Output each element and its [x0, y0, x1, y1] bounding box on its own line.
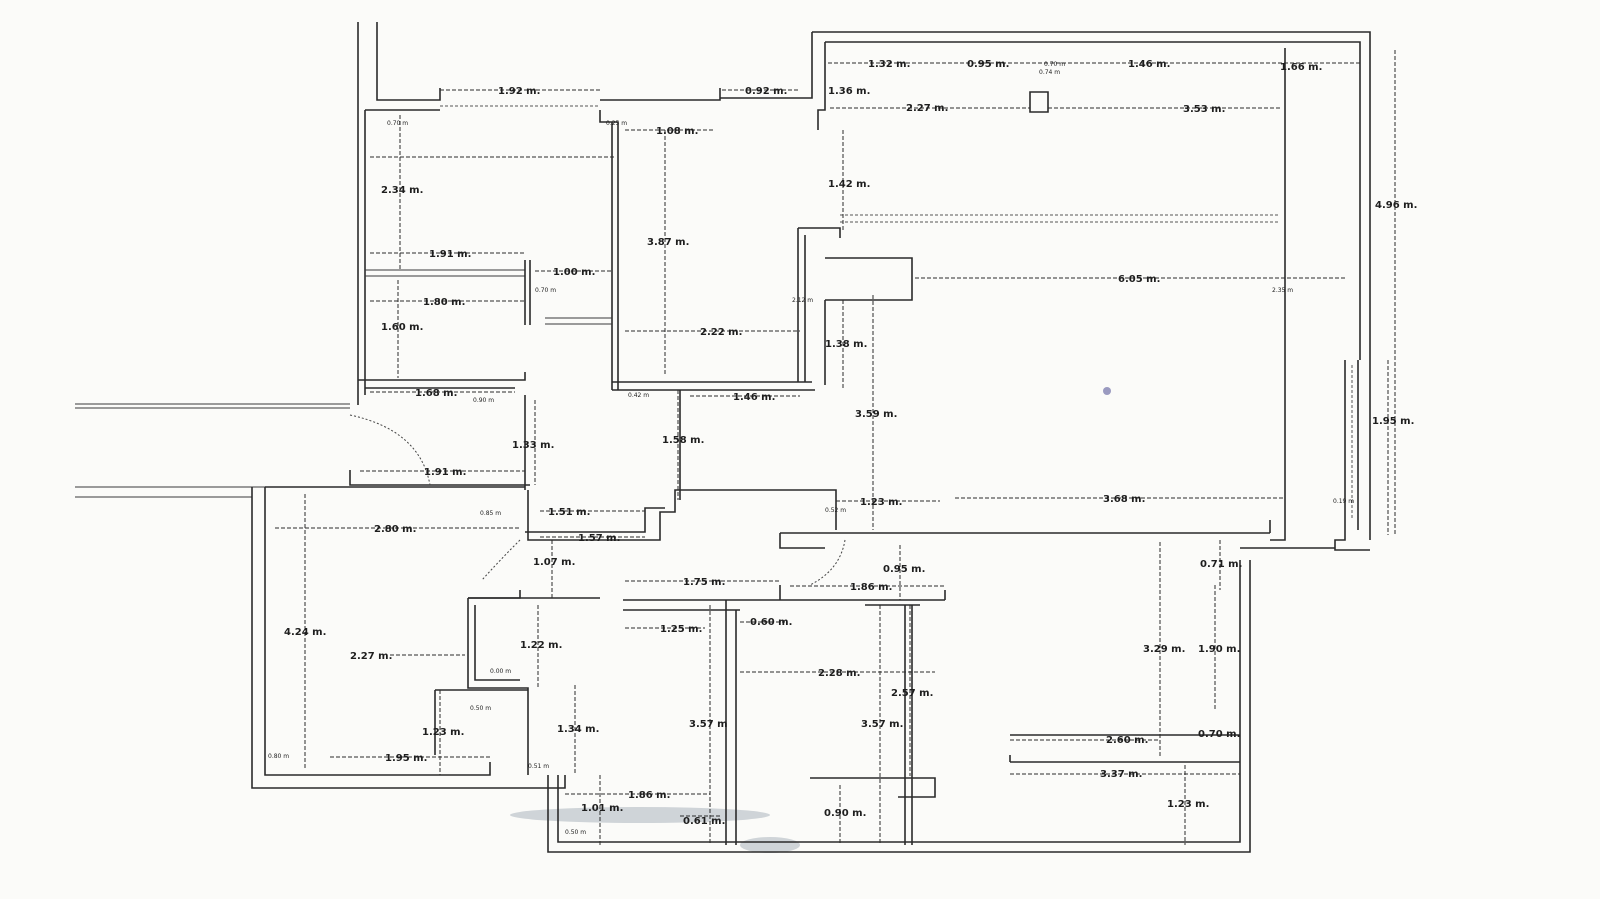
scan-dot: [1103, 387, 1111, 395]
dimension-label: 3.37 m.: [1100, 769, 1142, 780]
dimension-label: 0.95 m.: [883, 564, 925, 575]
small-dimension-label: 0.42 m: [628, 392, 649, 399]
small-dimension-label: 0.70 m: [387, 120, 408, 127]
dimension-label: 1.91 m.: [424, 467, 466, 478]
dimension-label: 1.38 m.: [825, 339, 867, 350]
dimension-label: 4.24 m.: [284, 627, 326, 638]
dimension-label: 1.25 m.: [660, 624, 702, 635]
dimension-label: 1.58 m.: [662, 435, 704, 446]
walls-bottom-left: [251, 486, 600, 789]
dimension-label: 1.91 m.: [429, 249, 471, 260]
dimension-label: 0.95 m.: [967, 59, 1009, 70]
dimension-label: 4.96 m.: [1375, 200, 1417, 211]
dimension-label: 1.23 m.: [1167, 799, 1209, 810]
dimension-label: 3.87 m.: [647, 237, 689, 248]
dimension-label: 2.22 m.: [700, 327, 742, 338]
small-dimension-label: 0.19 m: [1333, 498, 1354, 505]
dimension-label: 3.57 m: [689, 719, 728, 730]
dimension-label: 2.27 m.: [906, 103, 948, 114]
dimension-label: 1.95 m.: [1372, 416, 1414, 427]
dimension-label: 0.74 m: [1039, 69, 1060, 76]
dimension-lines: [275, 50, 1396, 845]
small-dimension-label: 0.51 m: [528, 763, 549, 770]
dimension-label: 1.75 m.: [683, 577, 725, 588]
scan-smudge: [510, 807, 770, 823]
dimension-label: 1.46 m.: [1128, 59, 1170, 70]
dimension-label: 1.92 m.: [498, 86, 540, 97]
dimension-label: 1.22 m.: [520, 640, 562, 651]
dimension-label: 1.42 m.: [828, 179, 870, 190]
small-dimension-label: 2.12 m: [792, 297, 813, 304]
dimension-label: 1.86 m.: [850, 582, 892, 593]
dimension-label: 1.01 m.: [581, 803, 623, 814]
dimension-label: 1.08 m.: [656, 126, 698, 137]
dimension-label: 2.34 m.: [381, 185, 423, 196]
dimension-label: 0.61 m.: [683, 816, 725, 827]
dimension-label: 3.57 m.: [861, 719, 903, 730]
dimension-label: 1.60 m.: [381, 322, 423, 333]
dimension-label: 1.23 m.: [860, 497, 902, 508]
small-dimension-label: 2.35 m: [1272, 287, 1293, 294]
dimension-label: 1.23 m.: [422, 727, 464, 738]
small-dimension-label: 0.52 m: [825, 507, 846, 514]
dimension-label: 3.53 m.: [1183, 104, 1225, 115]
dimension-label: 2.27 m.: [350, 651, 392, 662]
small-dimension-label: 0.80 m: [268, 753, 289, 760]
dimension-label: 0.71 m.: [1200, 559, 1242, 570]
dimension-label: 2.60 m.: [1106, 735, 1148, 746]
small-dimension-label: 0.50 m: [565, 829, 586, 836]
walls-bottom-right: [547, 560, 1251, 853]
dimension-label: 0.92 m.: [745, 86, 787, 97]
dimension-labels: 1.92 m. 0.92 m. 1.32 m. 0.95 m. 1.46 m. …: [284, 59, 1417, 827]
dimension-label: 1.80 m.: [423, 297, 465, 308]
walls-corridor: [349, 390, 846, 586]
dimension-label: 1.95 m.: [385, 753, 427, 764]
dimension-label: 3.29 m.: [1143, 644, 1185, 655]
dimension-label: 0.90 m.: [824, 808, 866, 819]
dimension-label: 1.90 m.: [1198, 644, 1240, 655]
dimension-label: 1.57 m.: [578, 533, 620, 544]
small-dimension-label: 0.25 m: [606, 120, 627, 127]
dimension-label: 2.28 m.: [818, 668, 860, 679]
dimension-label: 1.07 m.: [533, 557, 575, 568]
dimension-label: 6.05 m.: [1118, 274, 1160, 285]
walls-top-left: [357, 22, 815, 405]
small-dimension-label: 0.50 m: [470, 705, 491, 712]
dimension-label: 1.46 m.: [733, 392, 775, 403]
dimension-label: 1.36 m.: [828, 86, 870, 97]
walls-top-right: [720, 31, 1371, 551]
dimension-label: 1.00 m.: [553, 267, 595, 278]
dimension-label: 1.32 m.: [868, 59, 910, 70]
dimension-label: 1.68 m.: [415, 388, 457, 399]
dimension-label: 0.70 m.: [1198, 729, 1240, 740]
dimension-label: 0.70 m: [1044, 61, 1065, 68]
dimension-label: 1.33 m.: [512, 440, 554, 451]
dimension-label: 2.80 m.: [374, 524, 416, 535]
scan-smudge: [740, 837, 800, 853]
dimension-label: 3.68 m.: [1103, 494, 1145, 505]
dimension-label: 1.51 m.: [548, 507, 590, 518]
small-dimension-label: 0.90 m: [473, 397, 494, 404]
dimension-label: 2.57 m.: [891, 688, 933, 699]
dimension-label: 1.86 m.: [628, 790, 670, 801]
dimension-label: 0.60 m.: [750, 617, 792, 628]
small-dimension-label: 0.85 m: [480, 510, 501, 517]
small-dimension-label: 0.00 m: [490, 668, 511, 675]
dimension-label: 3.59 m.: [855, 409, 897, 420]
dimension-label: 1.66 m.: [1280, 62, 1322, 73]
small-dimension-label: 0.70 m: [535, 287, 556, 294]
dimension-label: 1.34 m.: [557, 724, 599, 735]
